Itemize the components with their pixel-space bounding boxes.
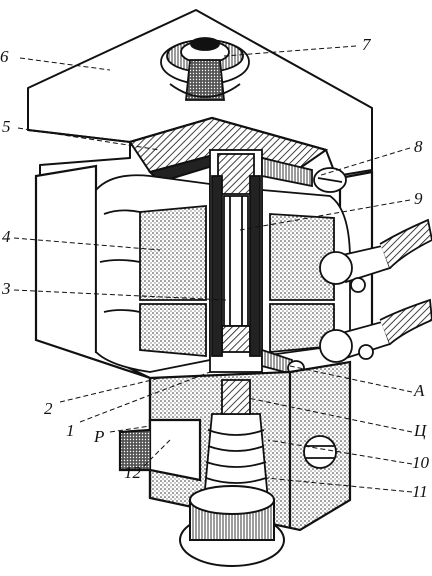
callout-P: P	[93, 427, 104, 446]
callout-9: 9	[414, 189, 423, 208]
callout-1: 1	[66, 421, 75, 440]
callout-8: 8	[414, 137, 423, 156]
callout-6: 6	[0, 47, 9, 66]
callout-10: 10	[412, 453, 430, 472]
adjusting-screw-top	[261, 156, 347, 193]
callout-5: 5	[2, 117, 11, 136]
coil-winding-left	[95, 174, 211, 373]
callout-labels: 6 7 5 8 9 4 3 2 1 P 12 A Ц 10 11	[0, 35, 430, 501]
callout-A: A	[413, 381, 425, 400]
top-fitting	[160, 37, 250, 101]
callout-Ts: Ц	[413, 421, 428, 440]
callout-7: 7	[362, 35, 372, 54]
callout-2: 2	[44, 399, 53, 418]
armature-core	[209, 149, 263, 373]
callout-3: 3	[1, 279, 11, 298]
leader-lines	[13, 45, 413, 493]
terminal-connectors	[319, 218, 432, 363]
callout-11: 11	[412, 482, 428, 501]
callout-4: 4	[2, 227, 11, 246]
callout-12: 12	[124, 463, 142, 482]
bottom-fitting	[179, 485, 285, 567]
plug-nut	[303, 435, 337, 469]
